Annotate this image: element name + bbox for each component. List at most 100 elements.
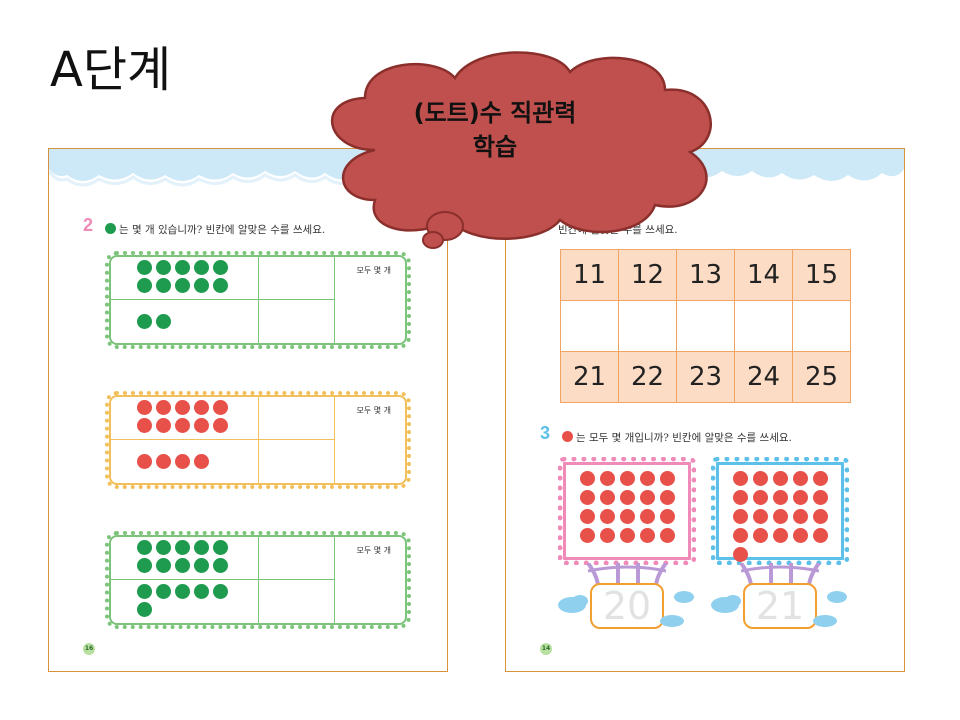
counting-dot <box>213 400 228 415</box>
counting-dot <box>137 278 152 293</box>
counting-dot <box>813 509 828 524</box>
answer-cell[interactable] <box>259 535 335 580</box>
answer-cell[interactable] <box>259 580 335 625</box>
question-3-number: 3 <box>540 423 551 443</box>
counting-dot <box>620 471 635 486</box>
counting-dot <box>600 509 615 524</box>
counting-dot <box>600 471 615 486</box>
counting-dot <box>156 540 171 555</box>
counting-dot <box>580 509 595 524</box>
counting-dot <box>175 260 190 275</box>
number-cell: 22 <box>618 351 677 403</box>
dot-counting-box: 모두 몇 개 <box>105 531 411 629</box>
total-label: 모두 몇 개 <box>356 266 391 275</box>
counting-dot <box>156 260 171 275</box>
counting-dot <box>733 547 748 562</box>
counting-dot <box>813 471 828 486</box>
counting-dot <box>194 558 209 573</box>
counting-dot <box>213 278 228 293</box>
counting-dot <box>793 509 808 524</box>
blank-answer-cell[interactable] <box>734 300 793 352</box>
number-cell: 11 <box>560 249 619 301</box>
counting-dot <box>640 490 655 505</box>
counting-dot <box>773 471 788 486</box>
counting-dot <box>660 528 675 543</box>
counting-dot <box>580 490 595 505</box>
counting-dot <box>213 584 228 599</box>
counting-dot <box>137 400 152 415</box>
small-cloud-icon <box>558 591 694 627</box>
counting-dot <box>137 418 152 433</box>
counting-dot <box>194 278 209 293</box>
bottom-dots-cell <box>109 300 259 345</box>
counting-dot <box>733 509 748 524</box>
counting-dot <box>137 558 152 573</box>
bottom-dots-cell <box>109 440 259 485</box>
counting-dot <box>194 540 209 555</box>
counting-dot <box>813 490 828 505</box>
balloon-dot-frame <box>711 457 849 565</box>
counting-dot <box>660 509 675 524</box>
counting-dot <box>733 471 748 486</box>
bottom-dots-cell <box>109 580 259 625</box>
counting-dot <box>156 558 171 573</box>
number-cell: 25 <box>792 351 851 403</box>
counting-dot <box>175 584 190 599</box>
question-3-instruction: 는 모두 몇 개입니까? 빈칸에 알맞은 수를 쓰세요. <box>562 430 792 445</box>
counting-dot <box>137 540 152 555</box>
counting-dot <box>137 584 152 599</box>
counting-dot <box>600 528 615 543</box>
counting-dot <box>753 528 768 543</box>
green-dot-bullet <box>105 223 116 234</box>
blank-answer-cell[interactable] <box>560 300 619 352</box>
counting-dot <box>175 540 190 555</box>
counting-dot <box>580 471 595 486</box>
page-number: 16 <box>83 643 95 655</box>
number-cell: 23 <box>676 351 735 403</box>
counting-dot <box>813 528 828 543</box>
counting-dot <box>620 528 635 543</box>
counting-dot <box>156 278 171 293</box>
counting-dot <box>660 490 675 505</box>
top-dots-cell <box>109 255 259 300</box>
counting-dot <box>733 490 748 505</box>
counting-dot <box>640 509 655 524</box>
dot-counting-box: 모두 몇 개 <box>105 391 411 489</box>
counting-dot <box>773 528 788 543</box>
question-instruction: 는 몇 개 있습니까? 빈칸에 알맞은 수를 쓰세요. <box>105 222 325 237</box>
counting-dot <box>194 400 209 415</box>
counting-dot <box>213 418 228 433</box>
answer-cell[interactable] <box>259 440 335 485</box>
counting-dot <box>137 314 152 329</box>
callout-line-2: 학습 <box>472 133 518 161</box>
answer-cell[interactable] <box>259 300 335 345</box>
answer-cell[interactable] <box>259 255 335 300</box>
counting-dot <box>194 418 209 433</box>
number-cell: 15 <box>792 249 851 301</box>
counting-dot <box>620 509 635 524</box>
counting-dot <box>213 558 228 573</box>
blank-answer-cell[interactable] <box>792 300 851 352</box>
blank-answer-cell[interactable] <box>676 300 735 352</box>
counting-dot <box>156 584 171 599</box>
counting-dot <box>580 528 595 543</box>
page-number: 14 <box>540 643 552 655</box>
answer-basket[interactable]: 20 <box>590 583 664 629</box>
answer-basket[interactable]: 21 <box>743 583 817 629</box>
counting-dot <box>156 314 171 329</box>
counting-dot <box>137 454 152 469</box>
small-cloud-icon <box>711 591 847 627</box>
callout-text: (도트)수 직관력 학습 <box>360 96 630 164</box>
counting-dot <box>640 528 655 543</box>
counting-dot <box>156 400 171 415</box>
counting-dot <box>640 471 655 486</box>
counting-dot <box>753 471 768 486</box>
counting-dot <box>175 400 190 415</box>
blank-answer-cell[interactable] <box>618 300 677 352</box>
answer-cell[interactable] <box>259 395 335 440</box>
top-dots-cell <box>109 535 259 580</box>
counting-dot <box>753 490 768 505</box>
